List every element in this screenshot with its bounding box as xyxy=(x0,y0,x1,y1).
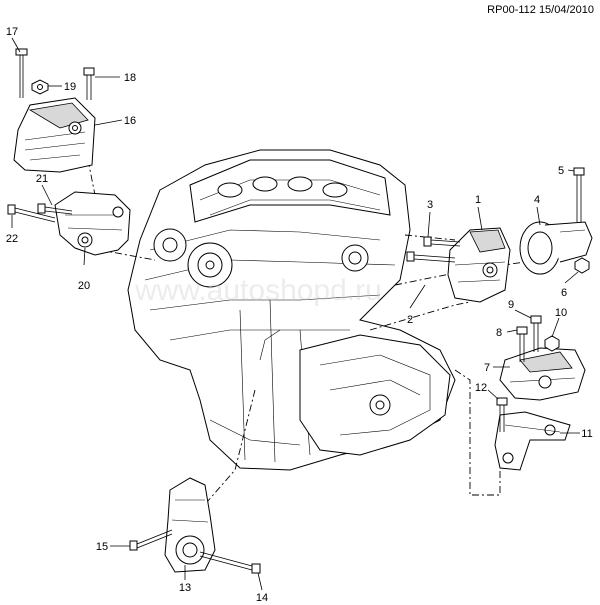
engine-detail-lines xyxy=(144,179,396,463)
callout-11: 11 xyxy=(581,428,592,440)
bolt-17 xyxy=(15,48,28,98)
engine-mount-7 xyxy=(499,347,586,401)
callout-3: 3 xyxy=(427,199,433,211)
bolt-3 xyxy=(423,236,461,247)
bolt-21 xyxy=(37,203,73,215)
engine-mount-upper-left xyxy=(13,97,96,173)
callout-9: 9 xyxy=(508,299,514,311)
bolt-9 xyxy=(530,315,542,352)
callout-labels: 1 2 3 4 5 6 7 8 9 10 11 12 13 14 15 16 1… xyxy=(6,26,593,604)
callout-1: 1 xyxy=(475,194,481,206)
callout-5: 5 xyxy=(558,165,564,177)
callout-7: 7 xyxy=(484,362,490,374)
nut-10 xyxy=(544,335,560,352)
bolt-22 xyxy=(7,204,56,223)
callout-6: 6 xyxy=(561,287,567,299)
callout-14: 14 xyxy=(256,592,268,604)
engine-mount-4 xyxy=(519,221,593,275)
thermostat-housing xyxy=(341,244,369,272)
callout-8: 8 xyxy=(496,327,502,339)
callout-10: 10 xyxy=(555,307,567,319)
callout-19: 19 xyxy=(64,81,76,93)
leader-lines xyxy=(11,37,580,591)
bolt-14 xyxy=(199,551,261,574)
intake-runners xyxy=(217,176,348,198)
torque-strut-13 xyxy=(164,477,216,573)
mount-bracket-1 xyxy=(447,227,511,303)
callout-15: 15 xyxy=(96,541,108,553)
nut-6 xyxy=(574,257,590,274)
callout-20: 20 xyxy=(78,280,90,292)
engine-assembly xyxy=(127,149,456,471)
watermark: www.autoshopd.ru xyxy=(134,274,382,307)
callout-12: 12 xyxy=(475,382,487,394)
reference-code: RP00-112 15/04/2010 xyxy=(487,4,594,16)
bolt-8 xyxy=(516,326,528,362)
callout-4: 4 xyxy=(534,194,540,206)
callout-21: 21 xyxy=(36,173,48,185)
callout-13: 13 xyxy=(179,582,191,594)
accessory-pulley xyxy=(153,228,187,262)
callout-16: 16 xyxy=(124,115,136,127)
mount-bracket-20 xyxy=(54,191,131,256)
callout-2: 2 xyxy=(407,314,413,326)
callout-17: 17 xyxy=(6,26,18,38)
bolt-15 xyxy=(129,529,173,551)
bolt-2 xyxy=(406,251,456,263)
bolt-5 xyxy=(573,167,585,222)
mount-bracket-11 xyxy=(494,411,571,471)
timing-pulley xyxy=(187,242,233,288)
callout-22: 22 xyxy=(6,233,18,245)
nut-19 xyxy=(31,79,49,95)
bolt-12 xyxy=(496,397,508,432)
callout-18: 18 xyxy=(124,72,136,84)
transmission-case xyxy=(299,334,451,456)
bolt-18 xyxy=(83,67,95,100)
